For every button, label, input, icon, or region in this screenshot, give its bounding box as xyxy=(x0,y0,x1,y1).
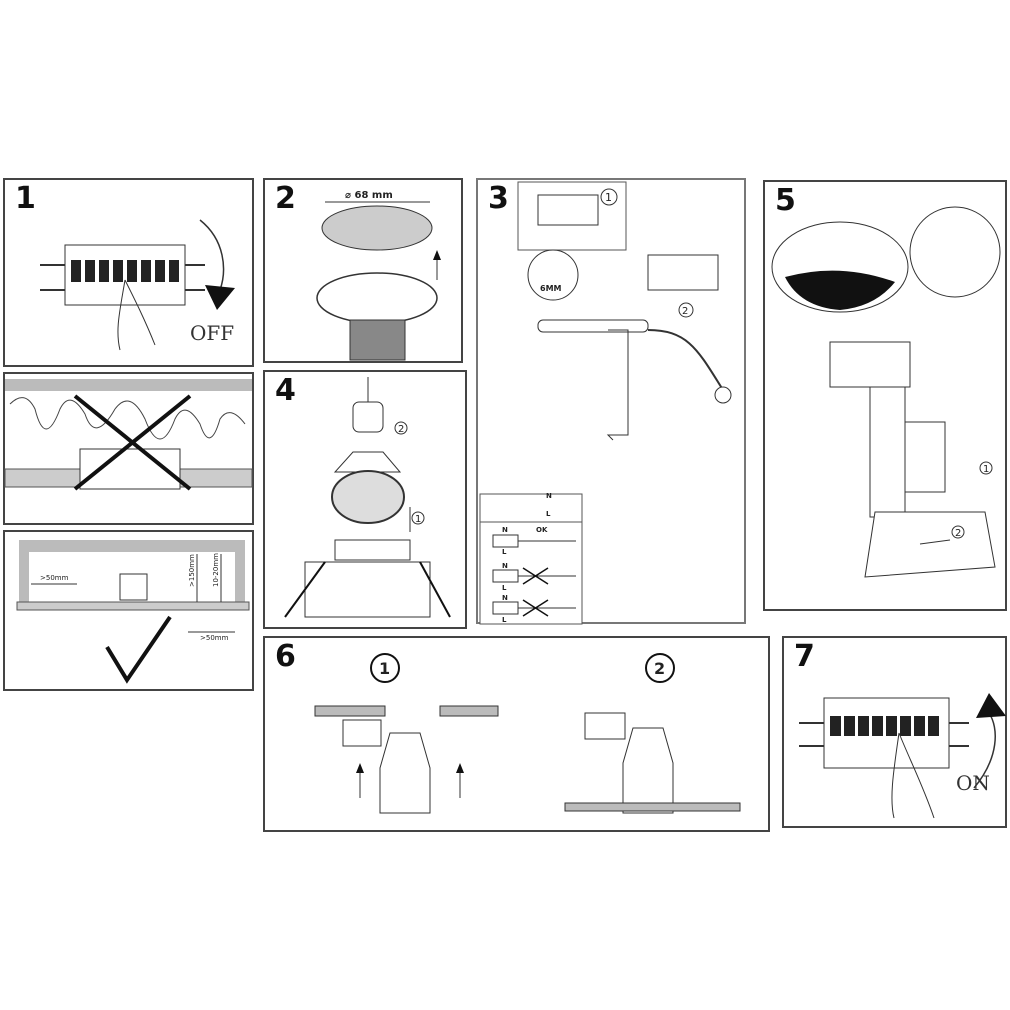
svg-text:1: 1 xyxy=(605,191,612,204)
wiring-illustration: 1 6MM 2 NL NL OK NL NL xyxy=(479,181,732,625)
clearance-illustration: >50mm >150mm 10-20mm >50mm xyxy=(16,540,250,684)
svg-text:>50mm: >50mm xyxy=(200,634,229,642)
step-number: 5 xyxy=(775,183,796,218)
svg-text:N: N xyxy=(546,492,552,500)
step-2-panel: 2 ⌀ 68 mm xyxy=(263,178,463,363)
svg-text:N: N xyxy=(502,526,508,534)
svg-text:>50mm: >50mm xyxy=(40,574,69,582)
fit-into-ceiling-illustration: 1 2 xyxy=(314,653,741,814)
step-number: 2 xyxy=(275,181,296,216)
svg-text:2: 2 xyxy=(955,528,961,539)
correct-installation-panel: >50mm >150mm 10-20mm >50mm xyxy=(3,530,254,691)
ok-label: OK xyxy=(536,526,548,534)
step-number: 3 xyxy=(488,181,509,216)
step-6-panel: 6 1 2 xyxy=(263,636,770,832)
svg-text:2: 2 xyxy=(398,424,404,435)
step-1-panel: 1 OFF xyxy=(3,178,254,367)
breaker-off-illustration: OFF xyxy=(40,219,235,351)
svg-text:L: L xyxy=(546,510,551,518)
diameter-label: 68 mm xyxy=(355,190,393,201)
svg-text:>150mm: >150mm xyxy=(188,554,196,587)
step-number: 7 xyxy=(794,639,815,674)
connect-lamp-illustration: 1 2 xyxy=(771,206,1001,578)
svg-text:L: L xyxy=(502,584,507,592)
step-5-panel: 5 1 2 xyxy=(763,180,1007,611)
svg-text:2: 2 xyxy=(682,306,688,317)
svg-text:L: L xyxy=(502,548,507,556)
svg-text:N: N xyxy=(502,562,508,570)
svg-text:L: L xyxy=(502,616,507,624)
breaker-on-illustration: ON xyxy=(799,693,1006,819)
hole-cutting-illustration: ⌀ 68 mm xyxy=(316,190,441,361)
step-number: 1 xyxy=(15,181,36,216)
svg-text:10-20mm: 10-20mm xyxy=(212,553,220,587)
lamp-insert-illustration: 2 1 xyxy=(284,377,451,618)
wrong-installation-panel xyxy=(3,372,254,525)
step-7-panel: 7 ON xyxy=(782,636,1007,828)
step-4-panel: 4 2 1 xyxy=(263,370,467,629)
on-label: ON xyxy=(956,771,990,795)
svg-text:1: 1 xyxy=(379,659,390,678)
strip-length-label: 6MM xyxy=(540,284,562,293)
svg-text:2: 2 xyxy=(654,659,665,678)
off-label: OFF xyxy=(190,321,234,345)
insulation-wrong-illustration xyxy=(4,379,253,491)
svg-text:N: N xyxy=(502,594,508,602)
svg-text:1: 1 xyxy=(415,514,421,525)
step-number: 4 xyxy=(275,373,296,408)
svg-text:⌀ 68 mm: ⌀ 68 mm xyxy=(345,190,393,201)
svg-text:1: 1 xyxy=(983,464,989,475)
step-number: 6 xyxy=(275,639,296,674)
